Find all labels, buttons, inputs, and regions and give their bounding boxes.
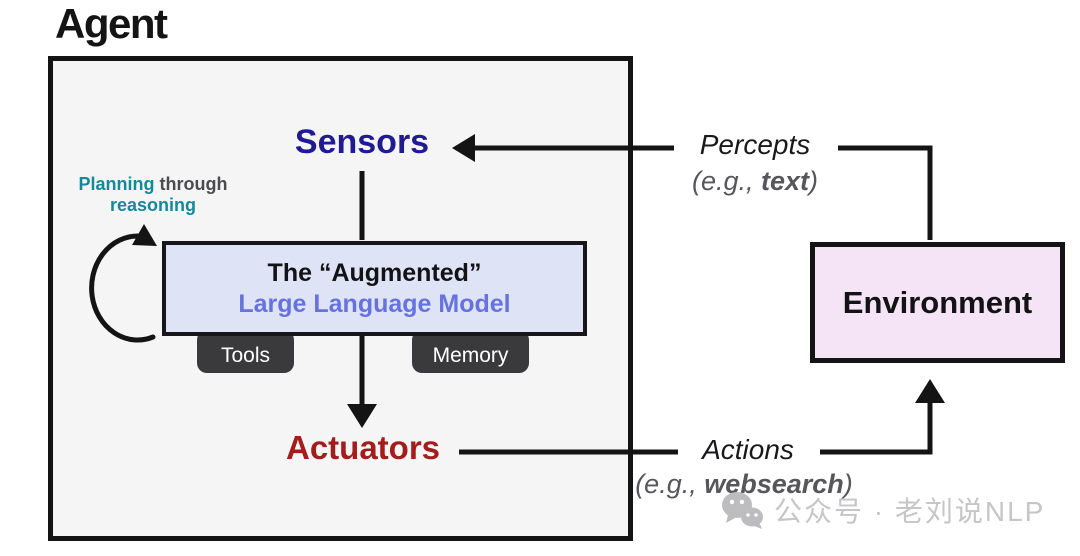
percepts-example-suffix: ) [809,166,819,196]
percepts-label: Percepts [699,129,811,160]
tab-tools-label: Tools [220,344,271,367]
wechat-icon [722,492,763,529]
actions-example-prefix: (e.g., [635,469,705,499]
llm-title-line2: Large Language Model [238,289,511,318]
tab-memory-label: Memory [432,344,509,367]
page-title: Agent [55,0,168,47]
tab-memory: Memory [412,330,529,373]
actions-example-suffix: ) [843,469,853,499]
actuators-label: Actuators [285,429,441,466]
planning-word-2: through [159,174,228,194]
actions-example-bold: websearch [704,469,844,499]
actions-label: Actions [702,434,794,465]
tab-tools: Tools [197,330,294,373]
environment-arrowhead [915,379,945,403]
sensors-label: Sensors [294,123,430,161]
percepts-example-prefix: (e.g., [691,166,761,196]
llm-title-line1: The “Augmented” [267,258,482,287]
environment-box: Environment [810,242,1065,363]
llm-box: The “Augmented” Large Language Model [162,241,587,336]
percepts-example-bold: text [761,166,810,196]
watermark: 公众号 · 老刘说NLP [720,490,1045,530]
planning-word-1: Planning [78,174,155,194]
environment-label: Environment [842,284,1033,320]
percepts-example: (e.g., text) [645,166,865,197]
actions-example: (e.g., websearch) [624,469,864,500]
planning-word-3: reasoning [109,195,197,215]
watermark-text: 公众号 · 老刘说NLP [774,496,1046,527]
